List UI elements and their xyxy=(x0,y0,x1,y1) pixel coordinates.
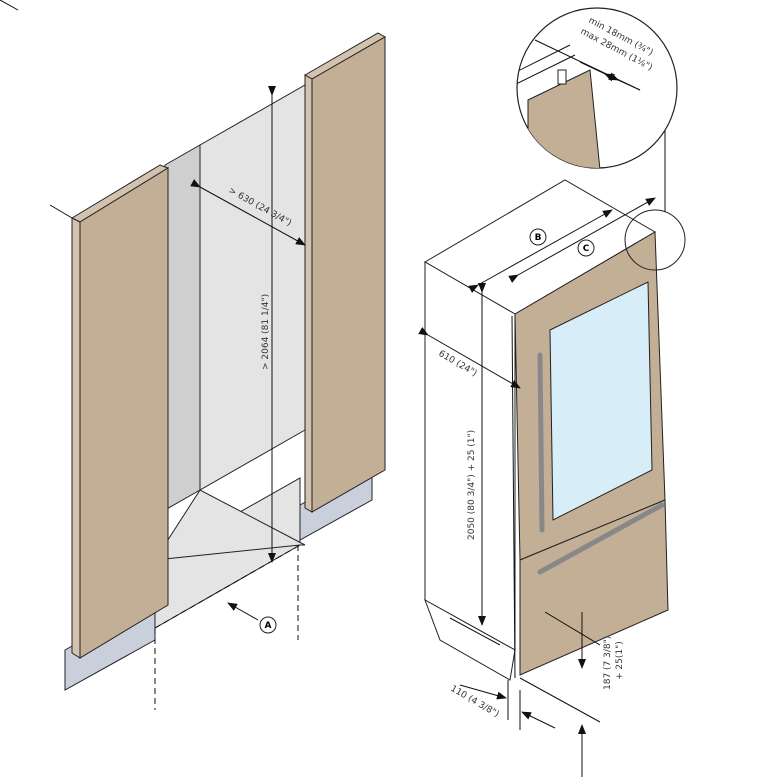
marker-b: B xyxy=(529,228,547,246)
plinth-depth-arrow xyxy=(521,711,556,729)
niche-floor-back xyxy=(154,489,306,561)
appliance-plinth xyxy=(424,598,516,681)
detail-bracket xyxy=(557,69,567,85)
glass-window xyxy=(549,281,653,521)
svg-text:A: A xyxy=(265,621,272,631)
depth-dimension xyxy=(418,327,521,389)
detail-callout-circle xyxy=(624,209,686,271)
plinth-height-extra-label: + 25(1") xyxy=(615,641,625,680)
niche-side-wall xyxy=(164,144,201,511)
left-panel-edge xyxy=(71,217,81,659)
detail-view: min 18mm (¾") max 28mm (1⅛") xyxy=(516,7,678,169)
marker-a: A xyxy=(259,616,277,634)
appliance: 2050 (80 3/4") + 25 (1") 610 (24") B C 1… xyxy=(418,125,686,777)
drawer-handle xyxy=(537,502,665,575)
detail-line xyxy=(517,54,576,93)
lower-door-panel xyxy=(519,499,669,676)
right-panel xyxy=(311,36,386,513)
svg-text:C: C xyxy=(583,244,590,254)
niche-height-label: > 2064 (81 1/4") xyxy=(261,294,271,370)
wall-line xyxy=(49,204,73,219)
door-handle xyxy=(537,352,545,533)
plinth-depth-arrow xyxy=(459,684,507,700)
arrow-a xyxy=(227,602,259,621)
width-dimension xyxy=(190,179,306,246)
niche-back-wall xyxy=(199,84,306,491)
detail-arrow xyxy=(604,73,641,91)
marker-c: C xyxy=(577,239,595,257)
right-panel-edge xyxy=(304,74,313,513)
extension-line xyxy=(544,611,601,646)
wall-line xyxy=(0,0,19,11)
vent-line xyxy=(449,617,501,646)
dashed-guide xyxy=(154,544,301,629)
svg-text:B: B xyxy=(535,233,542,243)
plinth-height-label: 187 (7 3/8") xyxy=(603,636,613,690)
dimension-c xyxy=(508,197,656,283)
niche: > 630 (24 3/4") > 2064 (81 1/4") A xyxy=(0,0,387,710)
appliance-height-label: 2050 (80 3/4") + 25 (1") xyxy=(467,430,477,540)
extension-line xyxy=(519,677,601,723)
left-panel xyxy=(79,167,169,659)
